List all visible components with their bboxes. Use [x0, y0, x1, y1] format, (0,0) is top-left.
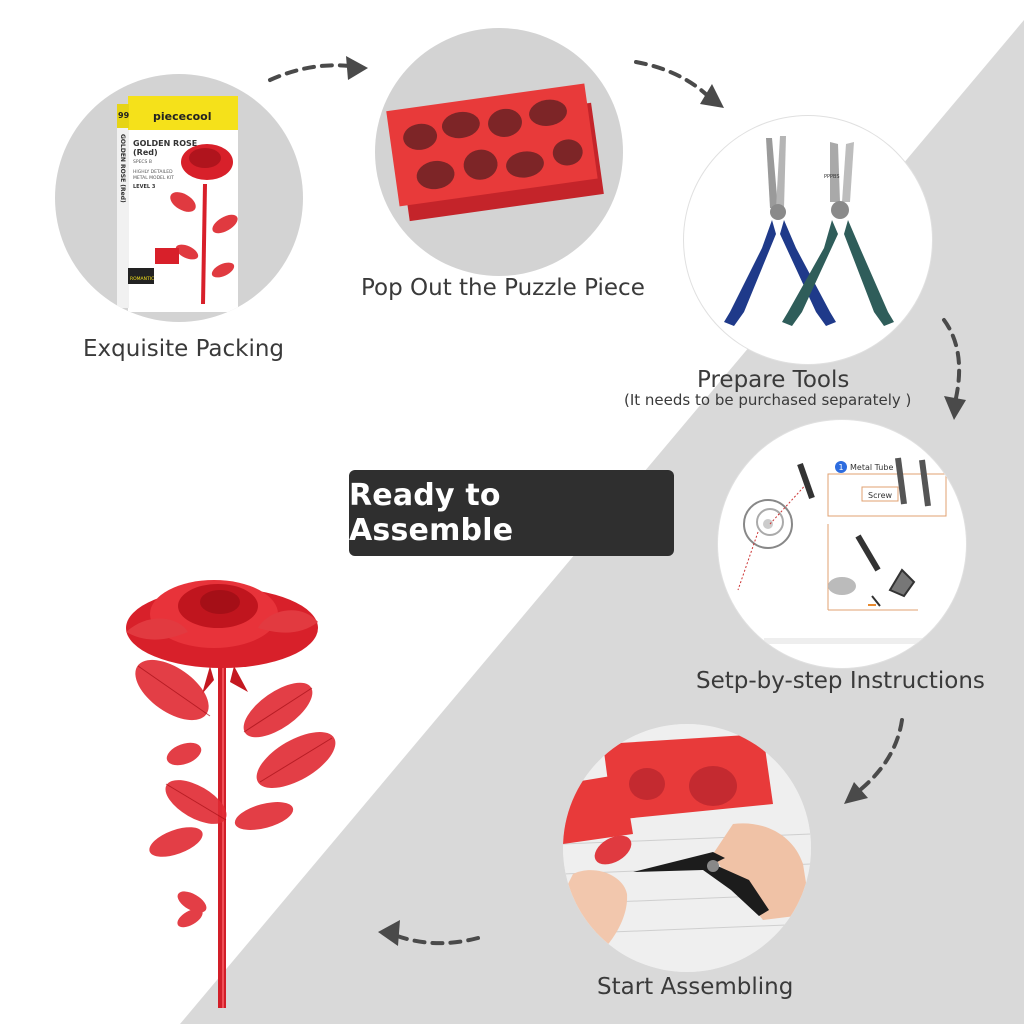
package-desc-line2: METAL MODEL KIT — [133, 175, 174, 181]
tools-brand: PPPBS — [824, 174, 840, 180]
pliers-image: PPPBS — [724, 136, 894, 326]
step-label-packing: Exquisite Packing — [83, 336, 285, 362]
package-brand: piececool — [153, 110, 212, 123]
instruction-diagram-image: 1 Metal Tube Screw — [737, 457, 947, 644]
step-label-assembling: Start Assembling — [597, 974, 794, 1000]
package-box-image: piececool 99 GOLDEN ROSE (Red) SPECS B H… — [117, 96, 238, 312]
tools-circle: PPPBS — [684, 116, 932, 364]
instruction-tag-metal-tube: Metal Tube — [850, 463, 893, 472]
package-spec: SPECS B — [133, 159, 152, 165]
packing-circle: piececool 99 GOLDEN ROSE (Red) SPECS B H… — [55, 74, 303, 322]
package-desc-line1: HIGHLY DETAILED — [133, 169, 173, 175]
assembling-circle — [563, 724, 811, 972]
instructions-circle: 1 Metal Tube Screw — [718, 420, 966, 668]
assembling-photo — [563, 724, 811, 972]
ready-to-assemble-button[interactable]: Ready to Assemble — [349, 470, 674, 556]
step-label-tools: Prepare Tools — [697, 367, 850, 393]
step-label-instructions: Setp-by-step Instructions — [696, 668, 985, 694]
package-footer-text: ROMANTIC — [130, 276, 154, 282]
package-title-line2: (Red) — [133, 148, 158, 157]
step-label-tools-note: (It needs to be purchased separately ) — [624, 391, 912, 409]
instruction-tag-screw: Screw — [868, 491, 893, 500]
step-label-pop-out: Pop Out the Puzzle Piece — [361, 275, 645, 301]
package-level: LEVEL 3 — [133, 184, 156, 190]
metal-sheets-image — [386, 83, 604, 222]
package-number: 99 — [118, 111, 130, 120]
red-rose-image — [126, 580, 336, 1008]
pop-out-circle — [375, 28, 623, 276]
instruction-step-number: 1 — [839, 463, 844, 472]
package-spine-text: GOLDEN ROSE (Red) — [119, 134, 126, 203]
package-title-line1: GOLDEN ROSE — [133, 139, 197, 148]
